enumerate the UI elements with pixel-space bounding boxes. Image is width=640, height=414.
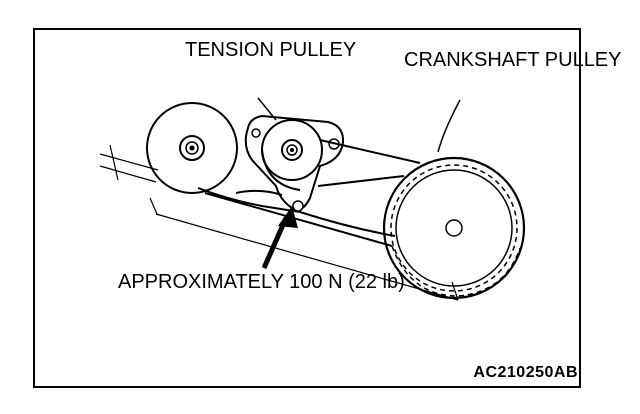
crankshaft-pulley-label-line2: PULLEY <box>544 49 622 71</box>
crankshaft-pulley <box>382 156 526 300</box>
crankshaft-pulley-label-line1: CRANKSHAFT <box>404 49 540 71</box>
force-label-line1: APPROXIMATELY <box>118 271 284 293</box>
left-pulley <box>146 102 238 194</box>
force-label: APPROXIMATELY 100 N (22 lb) <box>118 270 405 294</box>
tension-pulley <box>261 119 323 181</box>
figure-code: AC210250AB <box>473 364 578 381</box>
tension-pulley-label-line1: TENSION <box>185 39 274 61</box>
crankshaft-pulley-label: CRANKSHAFT PULLEY <box>404 48 622 72</box>
tension-pulley-label-line2: PULLEY <box>279 39 357 61</box>
measurement-lines <box>99 144 459 301</box>
force-label-line2: 100 N (22 lb) <box>289 271 405 293</box>
force-arrow <box>261 206 298 270</box>
belt-wrap-crank <box>391 245 521 297</box>
tension-pulley-label: TENSION PULLEY <box>185 38 356 62</box>
drive-belt <box>197 139 421 247</box>
leader-lines <box>257 97 461 153</box>
